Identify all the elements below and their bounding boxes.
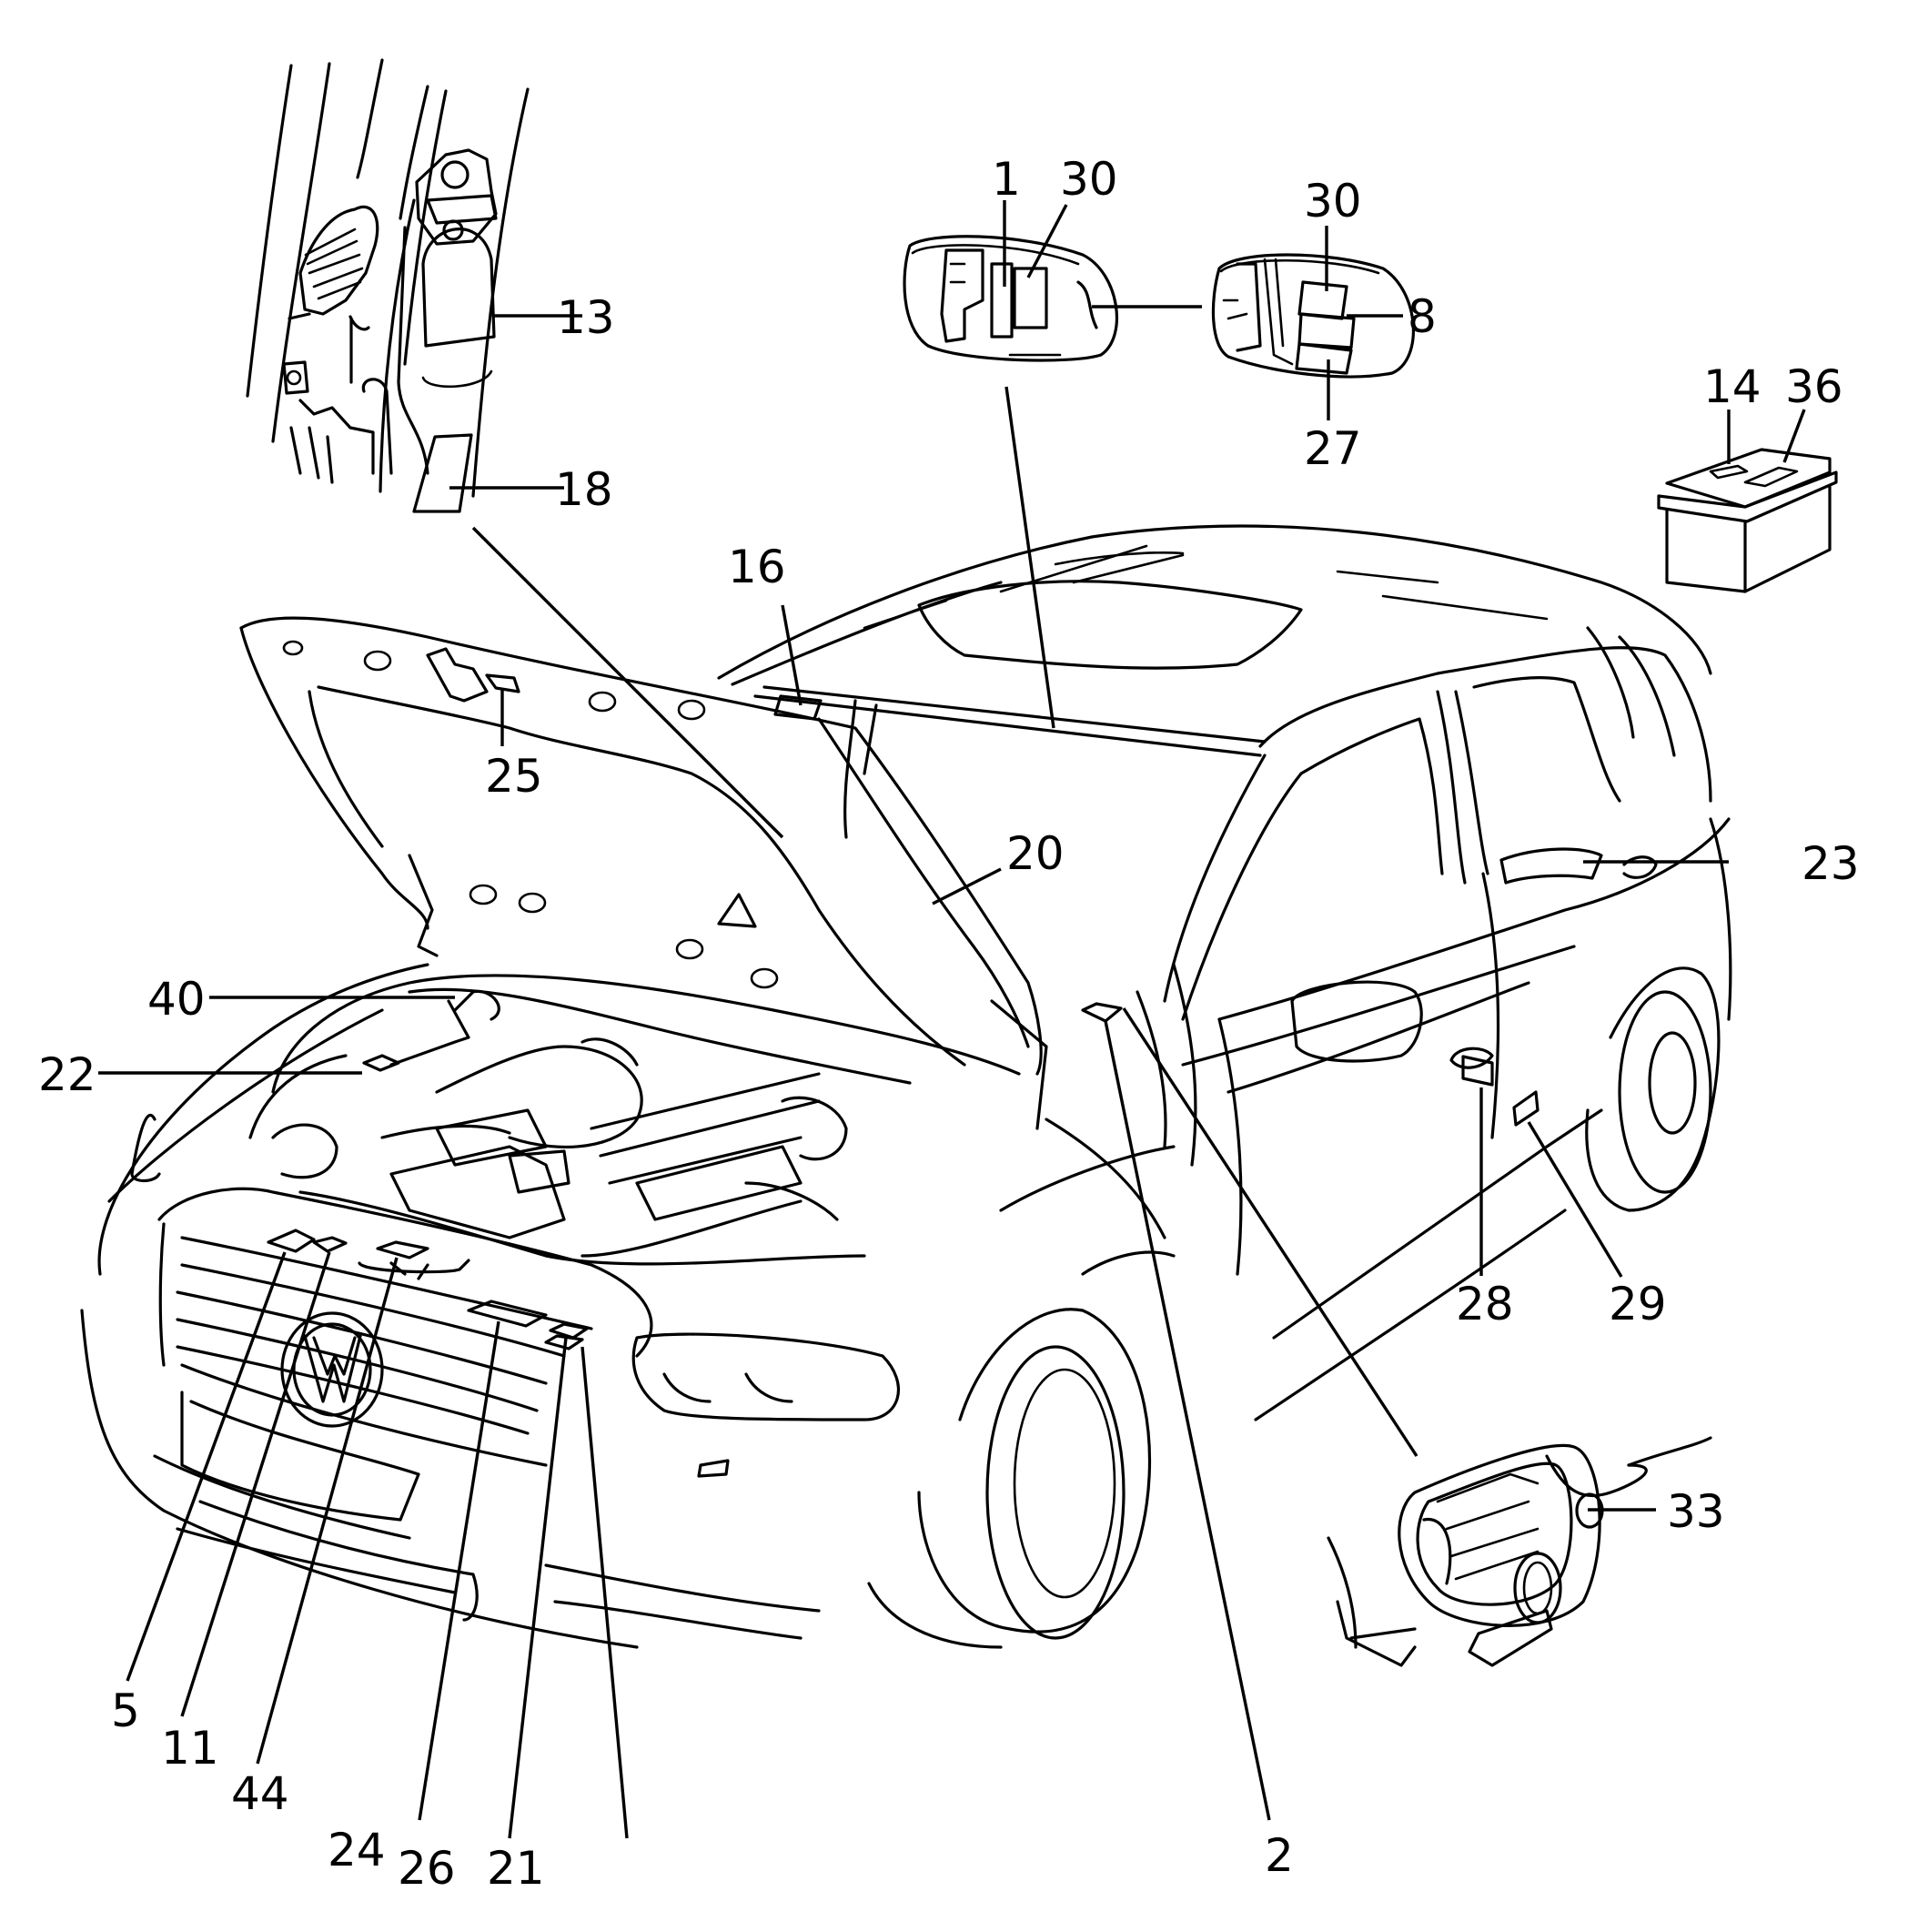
label-26-shape [549,1322,589,1340]
callout-numbers: 1 30 30 8 27 14 36 13 18 16 25 20 23 40 … [38,153,1860,1895]
leader-21 [580,1346,629,1839]
leader-vent-to-car [1122,1007,1418,1457]
label-18-shape [412,433,473,513]
callout-22: 22 [38,1048,96,1101]
label-25-shape [485,673,520,693]
leader-pillar-to-car [471,526,784,839]
leader-visor-to-car [1004,386,1055,729]
label-21-shape [544,1334,584,1350]
leader-2 [1104,1020,1271,1821]
callout-36: 36 [1785,360,1843,413]
leader-20 [932,867,1002,905]
callout-30-right-visor: 30 [1304,175,1362,228]
side-mirror-shape [1290,980,1423,1063]
label-24-shape [467,1300,548,1328]
label-13-shape [421,228,496,348]
door-pillar-inset [246,58,582,513]
callout-1: 1 [992,153,1021,206]
callout-44: 44 [231,1767,289,1820]
label-40-shape [389,999,470,1067]
label-8-shape [1297,312,1356,349]
callout-5: 5 [111,1684,140,1737]
battery-inset [1657,409,1838,593]
leader-11 [180,1251,331,1717]
callout-33: 33 [1667,1485,1725,1538]
leader-26 [508,1337,568,1839]
callout-16: 16 [728,541,786,593]
callout-40: 40 [147,973,206,1026]
door-striker-icon [415,148,498,246]
label-44-shape [376,1240,429,1259]
callout-28: 28 [1456,1278,1514,1330]
callout-27: 27 [1304,422,1362,475]
leader-29 [1527,1121,1623,1278]
vehicle-drawing [80,524,1732,1649]
leader-44 [256,1257,399,1765]
label-14-shape [1709,464,1749,480]
callout-leaders [98,604,1729,1839]
label-30a-shape [1013,267,1048,329]
leader-30a [1026,204,1068,278]
label-16-shape [773,694,823,721]
decal-23-shape [1499,847,1603,885]
label-29-shape [1512,1090,1540,1127]
leader-36 [1782,409,1806,463]
label-2-shape [1081,1002,1123,1023]
label-22-shape [362,1054,400,1072]
callout-14: 14 [1703,360,1762,413]
callout-8: 8 [1408,290,1437,343]
leader-24 [418,1320,500,1821]
callout-21: 21 [487,1842,545,1895]
dashboard-vent-inset [1327,1436,1712,1667]
callout-25: 25 [485,750,543,803]
callout-24: 24 [328,1824,386,1876]
callout-26: 26 [398,1842,456,1895]
label-28-shape [1461,1055,1494,1087]
sun-visor-left-inset [903,200,1119,362]
label-11-shape [312,1236,348,1253]
callout-2: 2 [1265,1829,1294,1882]
warning-triangle-20-icon [717,893,757,928]
label-27-shape [1295,342,1353,375]
callout-11: 11 [161,1722,219,1775]
callout-13: 13 [557,291,615,344]
callout-20: 20 [1006,827,1065,880]
door-wiring-boot-icon [288,205,379,331]
callout-29: 29 [1609,1278,1667,1330]
leader-16 [781,604,803,706]
callout-30-left-visor: 30 [1060,153,1118,206]
callout-23: 23 [1802,837,1860,890]
vw-logo-icon [280,1311,384,1428]
leader-5 [126,1251,287,1682]
label-36-shape [1743,466,1799,488]
label-1-shape [990,262,1014,339]
label-5-shape [267,1229,316,1253]
callout-18: 18 [555,463,613,516]
sun-visor-right-inset [1211,226,1415,420]
